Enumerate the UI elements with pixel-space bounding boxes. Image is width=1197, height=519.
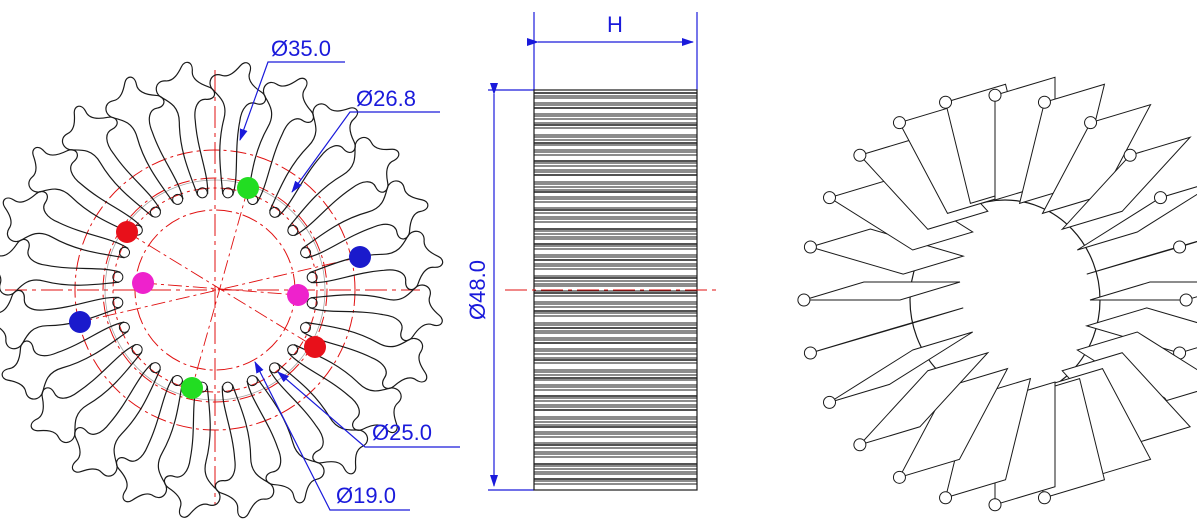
iso-fin [1060, 136, 1192, 231]
fin [287, 344, 402, 434]
dim-h-label: H [607, 12, 623, 37]
fin [269, 103, 359, 218]
fin [2, 190, 131, 259]
iso-fin-tip [892, 116, 906, 130]
iso-fin-tip [1037, 95, 1051, 109]
side-fin-lines [534, 92, 697, 485]
fin [268, 362, 369, 475]
fin [155, 61, 216, 199]
iso-fin-tip [939, 95, 953, 109]
fin [300, 180, 429, 259]
iso-fin-tip [1173, 240, 1187, 254]
fin [214, 381, 275, 519]
marker-green [237, 177, 259, 199]
marker-green [181, 377, 203, 399]
fin [306, 230, 444, 291]
iso-fin-tip [988, 498, 1002, 512]
marker-blue [69, 311, 91, 333]
iso-fin-tip [797, 293, 811, 307]
position-markers [69, 177, 371, 399]
iso-fin-tip [853, 438, 867, 452]
iso-fin-tip [988, 88, 1002, 102]
iso-fin [858, 351, 990, 446]
leader-d35 [239, 61, 345, 141]
dim-d268-label: Ø26.8 [356, 86, 416, 111]
iso-fin [829, 331, 973, 403]
fin [0, 289, 124, 350]
dim-d19-label: Ø19.0 [336, 483, 396, 508]
iso-fin-tip [803, 240, 817, 254]
marker-red [116, 221, 138, 243]
iso-fin-tip [1037, 491, 1051, 505]
fin [105, 76, 184, 205]
leader-d19 [254, 361, 410, 511]
fin [61, 105, 162, 218]
iso-fin-tip [939, 491, 953, 505]
iso-fin [1086, 240, 1197, 275]
iso-fin-tip [1153, 191, 1167, 205]
fin [209, 62, 267, 199]
marker-blue [349, 246, 371, 268]
dim-d48-label: Ø48.0 [465, 260, 490, 320]
circle-d268 [102, 177, 328, 403]
circle-d25 [112, 187, 318, 393]
iso-fin-tip [823, 395, 837, 409]
leader-d25 [277, 371, 460, 448]
iso-fin-tip [1123, 148, 1137, 162]
iso-fin-tip [823, 191, 837, 205]
marker-diagonals [79, 187, 361, 389]
iso-fin [944, 377, 1032, 499]
dim-d35-label: Ø35.0 [271, 36, 331, 61]
iso-fin [1089, 281, 1197, 301]
fin [71, 362, 161, 477]
dim-d25-label: Ø25.0 [372, 420, 432, 445]
iso-fin [810, 307, 964, 354]
marker-red [304, 336, 326, 358]
marker-magenta [132, 272, 154, 294]
fin [1, 321, 130, 400]
iso-fin [1041, 103, 1152, 215]
iso-fin-tip [1084, 116, 1098, 130]
leader-d268 [291, 111, 440, 193]
iso-fin-tip [892, 470, 906, 484]
front-view: Ø35.0 Ø26.8 Ø25.0 Ø19.0 [0, 36, 460, 519]
fin [30, 343, 143, 444]
iso-fin [1077, 186, 1197, 251]
fin [0, 238, 124, 296]
iso-fin-tip [803, 346, 817, 360]
iso-fin [803, 281, 961, 301]
iso-fin-tip [1179, 293, 1193, 307]
iso-fin-tip [853, 148, 867, 162]
iso-fin [808, 228, 965, 275]
iso-fin [898, 367, 1009, 479]
fin [115, 374, 184, 503]
fin [299, 321, 428, 390]
circle-d35 [74, 149, 356, 431]
fin [246, 375, 325, 504]
isometric-view [797, 76, 1197, 512]
fin [287, 136, 400, 237]
fin [306, 284, 443, 342]
side-view: H Ø48.0 [465, 12, 718, 491]
marker-magenta [287, 284, 309, 306]
